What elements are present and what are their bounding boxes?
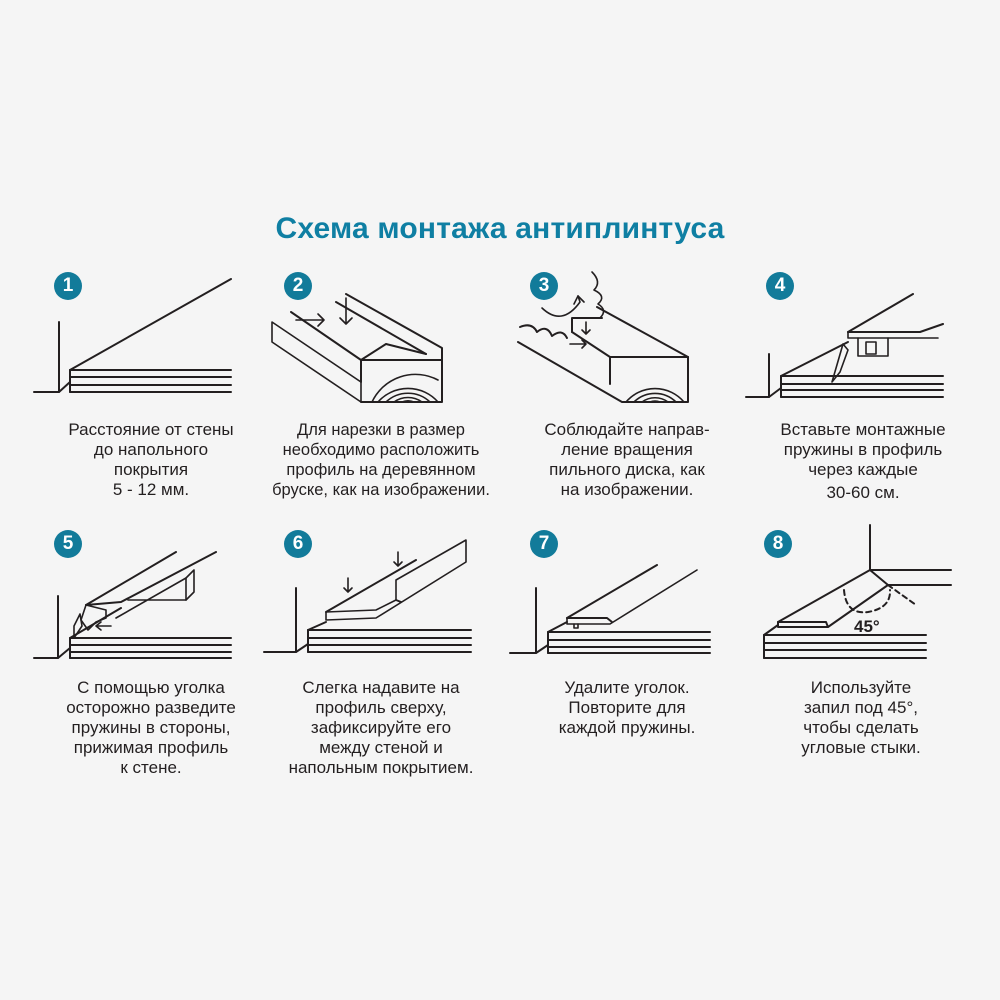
step-4: 4 Вставьте монтажные пружины в профиль ч… xyxy=(745,272,978,532)
step-3: 3 Соблюдайте направ- ление вращения пиль… xyxy=(512,271,742,532)
step-caption: Расстояние от стены до напольного покрыт… xyxy=(68,420,234,499)
miter-cut-illustration: 45° xyxy=(763,524,952,659)
step-badge: 8 xyxy=(764,530,792,558)
saw-direction-illustration xyxy=(517,271,689,403)
step-8: 8 45° Используйте запил под 45°, чтобы с… xyxy=(746,524,976,790)
step-caption: Слегка надавите на профиль сверху, зафик… xyxy=(288,678,474,777)
step-badge: 7 xyxy=(530,530,558,558)
step-caption: С помощью уголка осторожно разведите пру… xyxy=(66,678,236,777)
spread-springs-illustration xyxy=(33,551,232,659)
step-7: 7 Удалите уголок. Повторите для каждой п… xyxy=(509,530,742,790)
step-caption: Вставьте монтажные пружины в профиль чер… xyxy=(780,420,946,502)
step-badge: 4 xyxy=(766,272,794,300)
step-caption: Удалите уголок. Повторите для каждой пру… xyxy=(558,678,696,737)
remove-corner-illustration xyxy=(509,564,711,654)
step-badge: 3 xyxy=(530,272,558,300)
step-1: 1 Расстояние от стены до напольного покр… xyxy=(33,272,266,532)
step-caption: Используйте запил под 45°, чтобы сделать… xyxy=(801,678,921,757)
step-badge: 6 xyxy=(284,530,312,558)
profile-on-wood-illustration xyxy=(271,293,443,403)
step-5: 5 С помощью уголка осторожно разведите п… xyxy=(33,530,266,790)
step-6: 6 Слегка надавите на профиль сверху, заф… xyxy=(263,530,496,790)
step-caption: Соблюдайте направ- ление вращения пильно… xyxy=(544,420,710,499)
angle-label: 45° xyxy=(854,617,880,636)
page-title: Схема монтажа антиплинтуса xyxy=(275,212,725,245)
step-2: 2 Для нарезки в размер необходимо распол… xyxy=(266,272,496,532)
step-badge: 1 xyxy=(54,272,82,300)
step-badge: 2 xyxy=(284,272,312,300)
step-badge: 5 xyxy=(54,530,82,558)
insert-springs-illustration xyxy=(745,293,944,398)
wall-gap-illustration xyxy=(33,278,232,393)
step-caption: Для нарезки в размер необходимо располож… xyxy=(272,421,490,499)
press-profile-illustration xyxy=(263,539,472,653)
